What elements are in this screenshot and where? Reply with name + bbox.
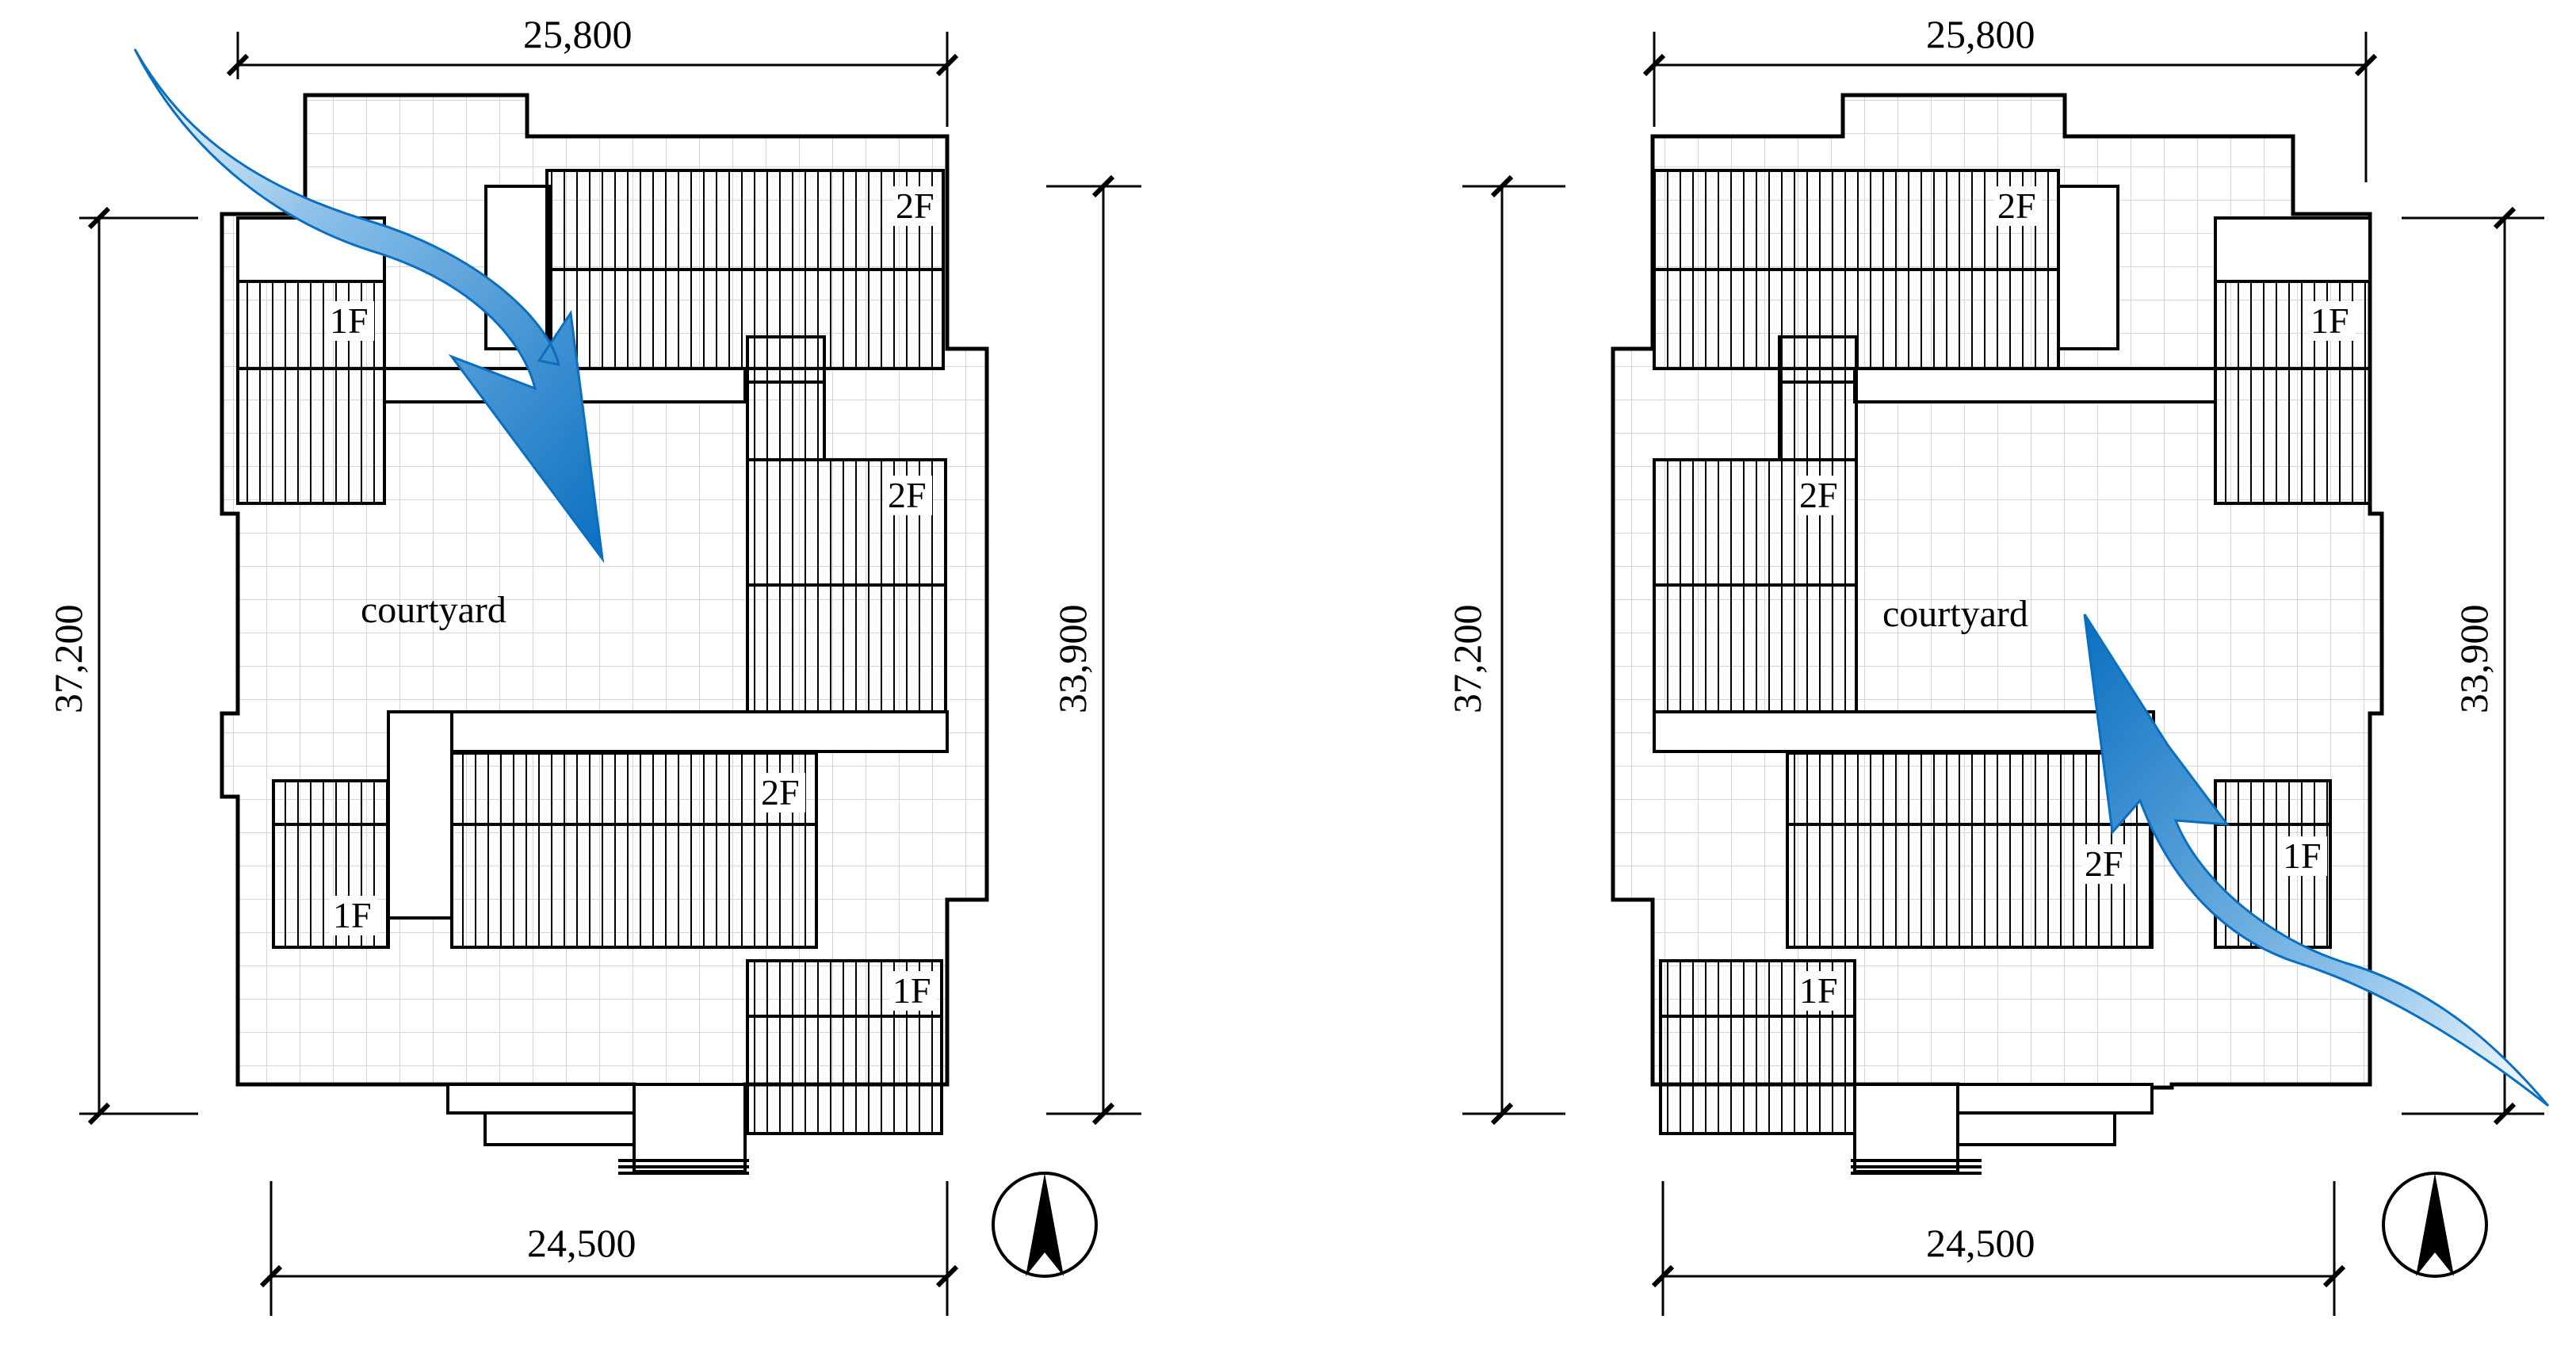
floor-label: 1F	[330, 300, 369, 341]
north-arrow-icon	[2382, 1172, 2488, 1278]
floor-label: 2F	[896, 185, 934, 226]
dimension-lines-right	[1462, 32, 2544, 1316]
entrance-steps	[1851, 1083, 2154, 1175]
floor-label: 1F	[1799, 970, 1838, 1011]
wind-arrow-icon	[133, 48, 605, 564]
courtyard-label: courtyard	[361, 589, 506, 631]
dimension-top: 25,800	[1926, 12, 2035, 56]
floor-label: 1F	[333, 895, 372, 935]
dimension-lines-left	[79, 32, 1141, 1316]
dimension-top: 25,800	[523, 12, 633, 56]
dimension-left: 37,200	[1445, 605, 1489, 714]
north-arrow-icon	[992, 1172, 1098, 1278]
entrance-steps	[446, 1083, 749, 1175]
floor-label: 2F	[761, 772, 800, 813]
floor-labels-right: 2F 1F 2F 2F 1F 1F	[1796, 185, 2355, 1011]
dimension-left: 37,200	[46, 605, 90, 714]
dimension-bottom: 24,500	[1926, 1221, 2035, 1265]
plan-right: 2F 1F 2F 2F 1F 1F courtyard	[1445, 12, 2550, 1316]
courtyard-label: courtyard	[1882, 593, 2028, 635]
floor-label: 2F	[1799, 475, 1838, 515]
wind-arrow-icon	[2083, 614, 2550, 1107]
dimension-bottom: 24,500	[527, 1221, 636, 1265]
floor-labels-left: 2F 1F 2F 2F 1F 1F	[327, 185, 940, 1011]
floor-label: 1F	[892, 970, 931, 1011]
floor-label: 1F	[2310, 300, 2349, 341]
floor-label: 2F	[1997, 185, 2036, 226]
floor-label: 1F	[2283, 836, 2322, 876]
plan-left: 2F 1F 2F 2F 1F 1F courtyard	[46, 12, 1141, 1316]
floor-label: 2F	[888, 475, 927, 515]
dimension-right: 33,900	[1050, 605, 1095, 714]
dimension-right: 33,900	[2452, 605, 2496, 714]
floor-label: 2F	[2085, 843, 2123, 884]
